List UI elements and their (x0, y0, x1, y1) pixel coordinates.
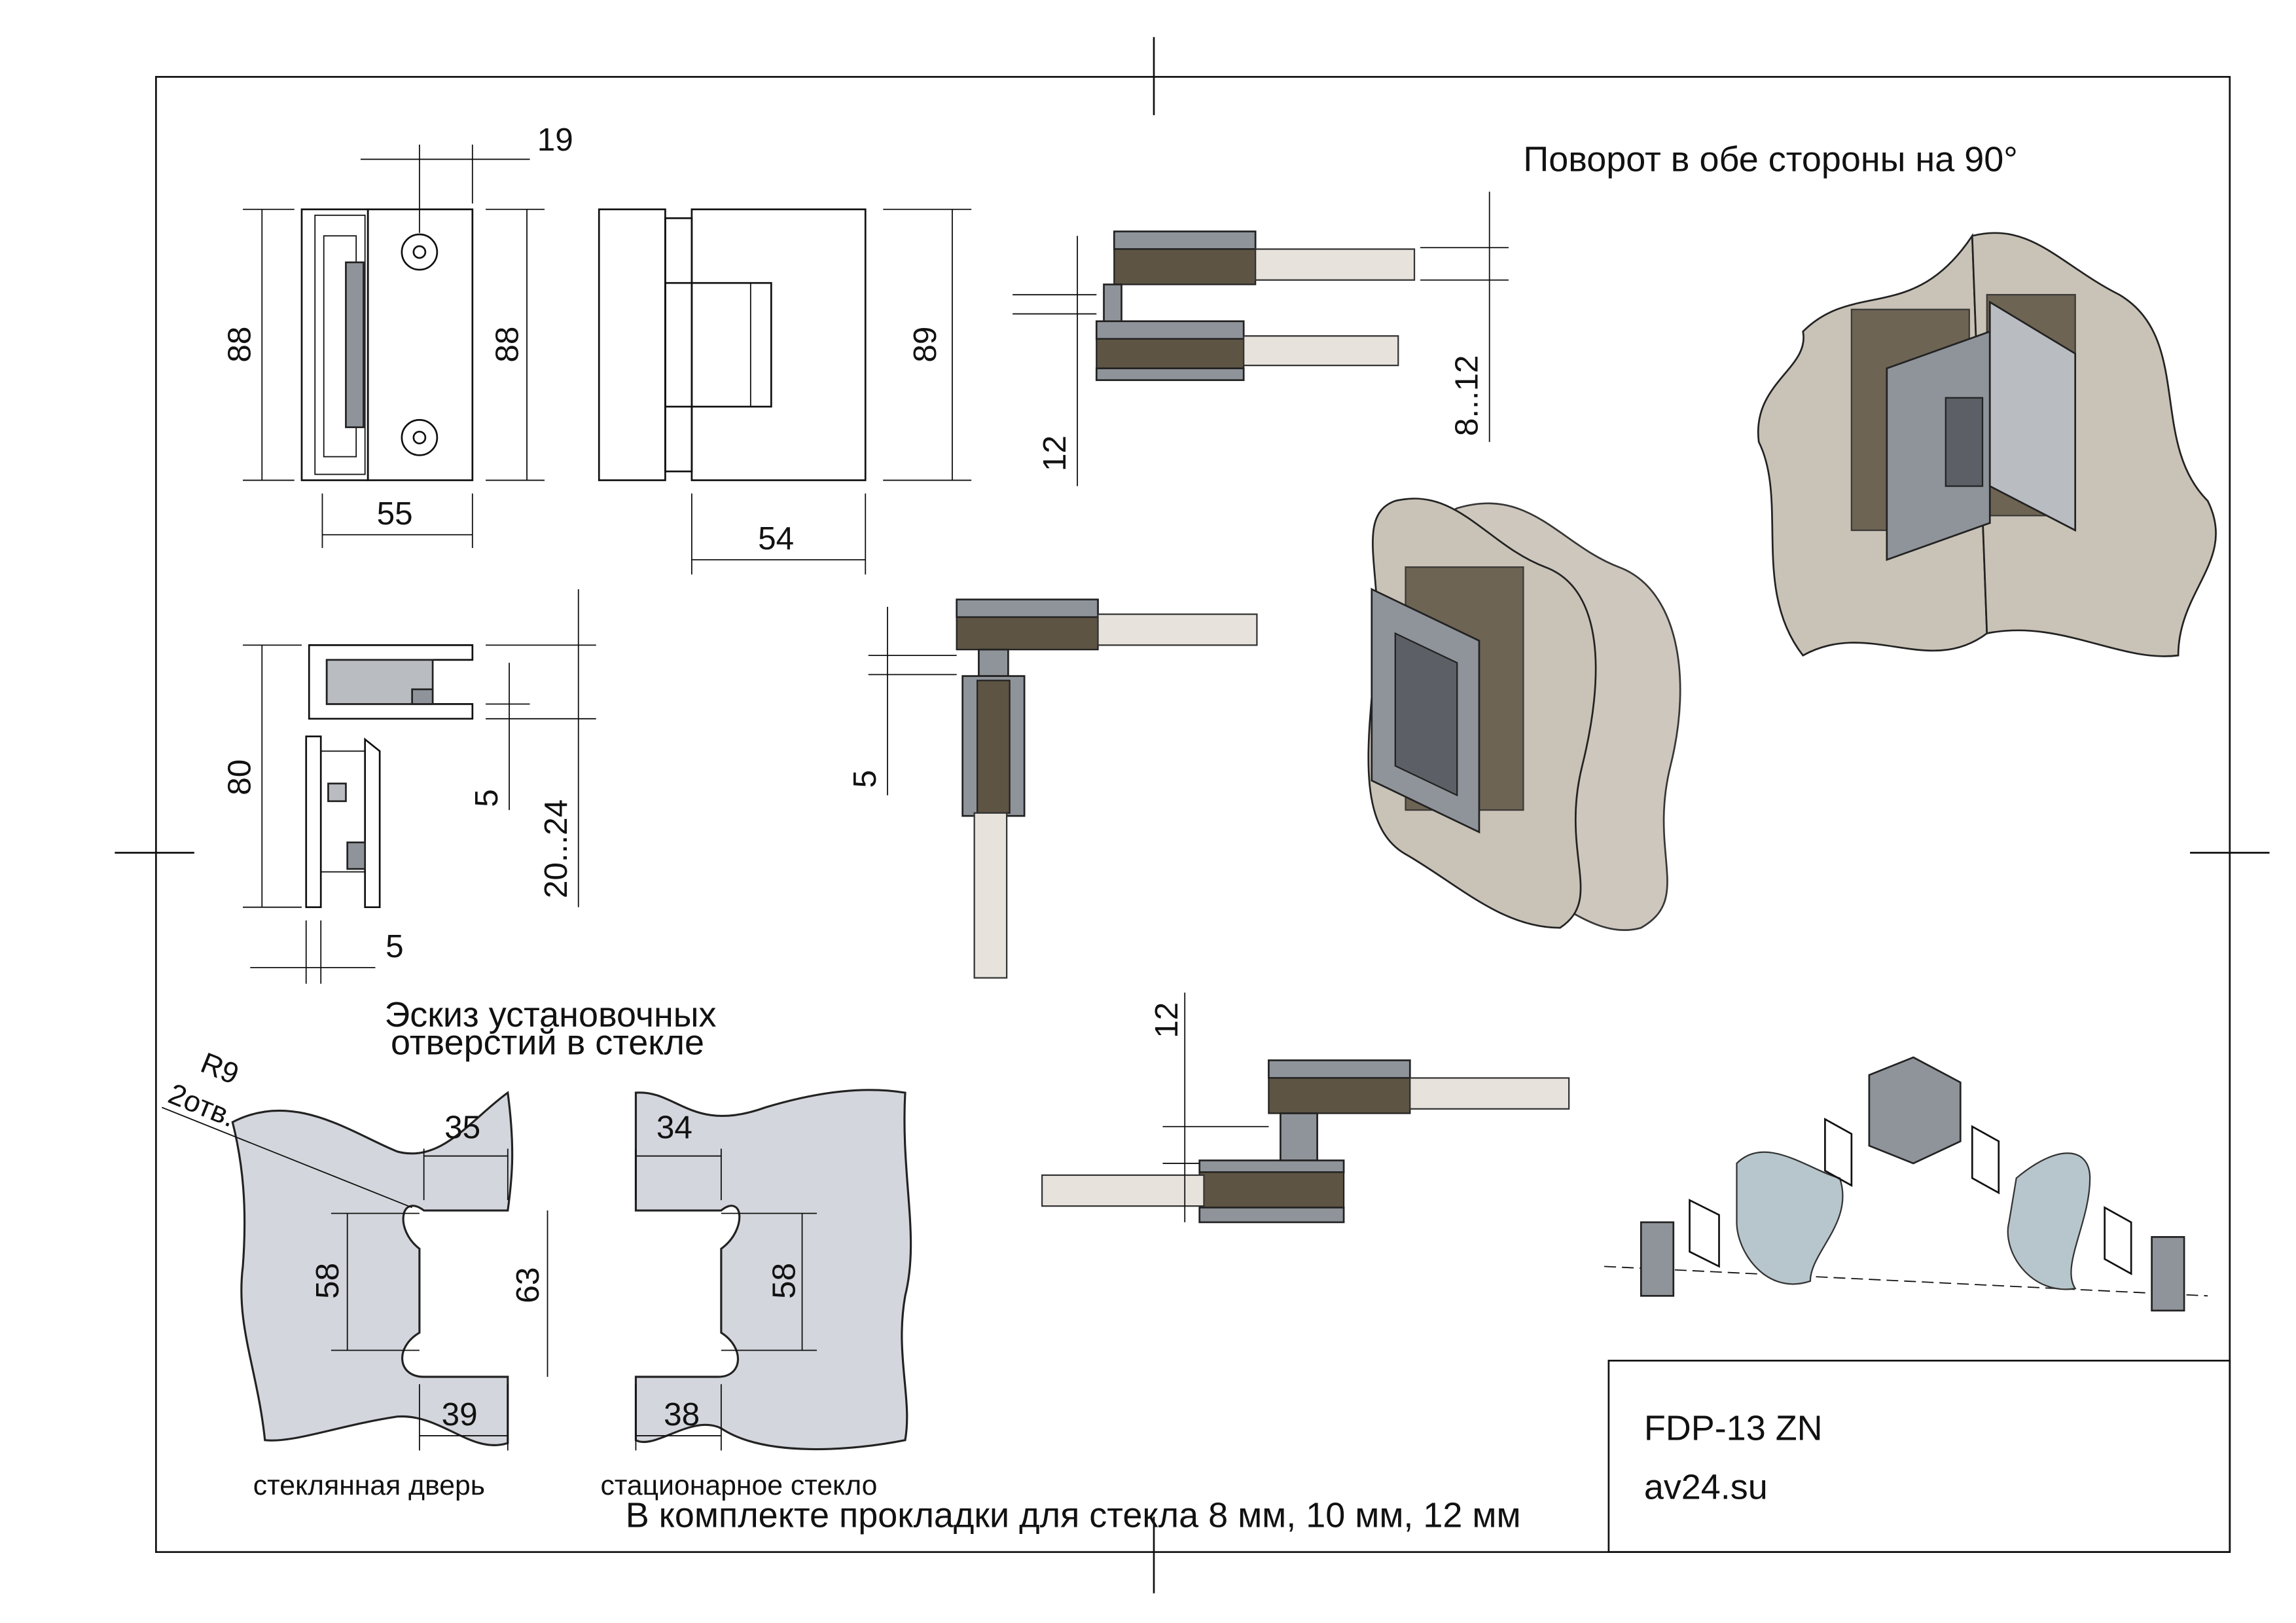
door-glass (231, 1091, 514, 1447)
dim-back-width: 54 (758, 520, 794, 556)
back-view: 89 54 (598, 208, 972, 575)
dim-top-b-offset: 5 (847, 770, 883, 788)
dim-fixed-top: 34 (656, 1110, 692, 1146)
dim-fixed-height: 58 (766, 1263, 802, 1299)
fixed-label: стационарное стекло (600, 1470, 877, 1501)
drawing-frame (155, 76, 2231, 1553)
dim-top-a-gap: 12 (1037, 435, 1073, 471)
dim-side-glass-range: 20...24 (538, 799, 574, 898)
hole-radius: R9 (196, 1046, 243, 1091)
holes-title-line2: отверстий в стекле (391, 1023, 704, 1063)
dim-front-offset: 19 (537, 122, 573, 158)
door-label: стеклянная дверь (253, 1470, 485, 1501)
top-view-c: 12 (1041, 993, 1570, 1224)
dim-front-width: 55 (377, 496, 413, 532)
top-view-b: 5 (847, 598, 1258, 979)
dim-side-height: 80 (221, 759, 257, 795)
dim-side-bottom: 5 (386, 928, 404, 964)
top-view-a: 12 8...12 (1013, 191, 1509, 486)
front-view: 88 88 55 19 (221, 122, 573, 548)
dim-back-height: 89 (907, 327, 943, 363)
dim-top-c-offset: 12 (1149, 1002, 1185, 1038)
fixed-glass (634, 1089, 912, 1451)
dim-front-height-left: 88 (221, 327, 257, 363)
dim-door-bottom: 39 (442, 1396, 478, 1432)
kit-note: В комплекте прокладки для стекла 8 мм, 1… (626, 1495, 1521, 1535)
dim-top-a-glass-range: 8...12 (1449, 355, 1485, 436)
isometric-view-mounted (1367, 498, 1681, 932)
isometric-view-corner (1757, 232, 2217, 657)
center-marks (115, 37, 2270, 1594)
dim-gap-height: 63 (510, 1267, 546, 1304)
holes-title-line1: Эскиз установочных (385, 995, 717, 1034)
dim-side-step: 5 (469, 789, 505, 807)
dim-front-height-right: 88 (490, 327, 526, 363)
dim-fixed-bottom: 38 (664, 1396, 700, 1432)
dim-door-height: 58 (310, 1263, 346, 1299)
site-name: av24.su (1644, 1468, 1768, 1507)
dim-door-top: 35 (444, 1110, 480, 1146)
title-block (1607, 1359, 2231, 1553)
holes-sketch: Эскиз установочных отверстий в стекле R9… (162, 995, 912, 1501)
exploded-view (1604, 1056, 2208, 1312)
model-code: FDP-13 ZN (1644, 1409, 1823, 1448)
side-view: 80 5 20...24 5 (221, 589, 596, 984)
rotation-note: Поворот в обе стороны на 90° (1523, 139, 2017, 179)
